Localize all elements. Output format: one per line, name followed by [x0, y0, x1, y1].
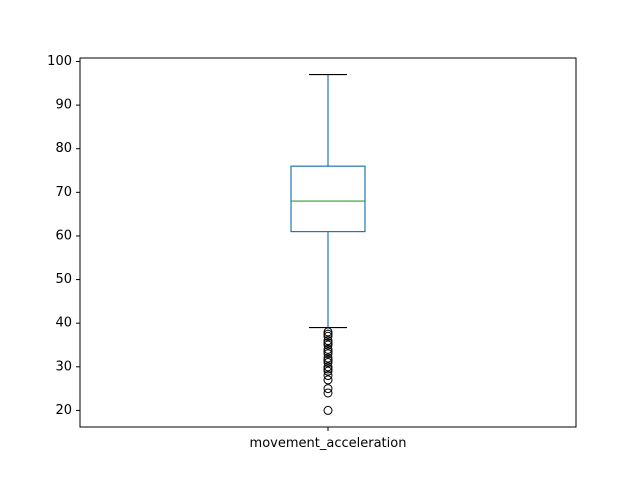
y-axis: 20 30 40 50 60 70 80 90 100	[47, 54, 80, 418]
x-tick-label: movement_acceleration	[250, 436, 407, 451]
outlier-point	[323, 329, 333, 339]
iqr-box	[290, 165, 366, 233]
outlier-point	[323, 347, 333, 357]
y-tick-label: 60	[55, 228, 72, 243]
outlier-point	[323, 338, 333, 348]
outlier-point	[323, 349, 333, 359]
box-plot-series	[290, 73, 366, 329]
outlier-point	[323, 344, 333, 354]
y-tick-label: 20	[55, 403, 72, 418]
outlier-point	[323, 340, 333, 350]
outlier-point	[323, 384, 333, 394]
x-axis: movement_acceleration	[250, 427, 407, 451]
outlier-point	[323, 364, 333, 374]
outlier-point	[323, 375, 333, 385]
y-tick-label: 40	[55, 316, 72, 331]
y-tick-label: 100	[47, 54, 72, 69]
y-tick-label: 30	[55, 359, 72, 374]
y-tick-label: 70	[55, 185, 72, 200]
y-tick-label: 50	[55, 272, 72, 287]
y-tick-label: 80	[55, 141, 72, 156]
outlier-point	[323, 336, 333, 346]
y-tick-label: 90	[55, 98, 72, 113]
outlier-points	[323, 327, 333, 415]
outlier-point	[323, 405, 333, 415]
outlier-point	[323, 331, 333, 341]
outlier-point	[323, 353, 333, 363]
outlier-point	[323, 327, 333, 337]
outlier-point	[323, 388, 333, 398]
outlier-point	[323, 362, 333, 372]
outlier-point	[323, 371, 333, 381]
outlier-point	[323, 366, 333, 376]
outlier-point	[323, 355, 333, 365]
outlier-point	[323, 357, 333, 367]
